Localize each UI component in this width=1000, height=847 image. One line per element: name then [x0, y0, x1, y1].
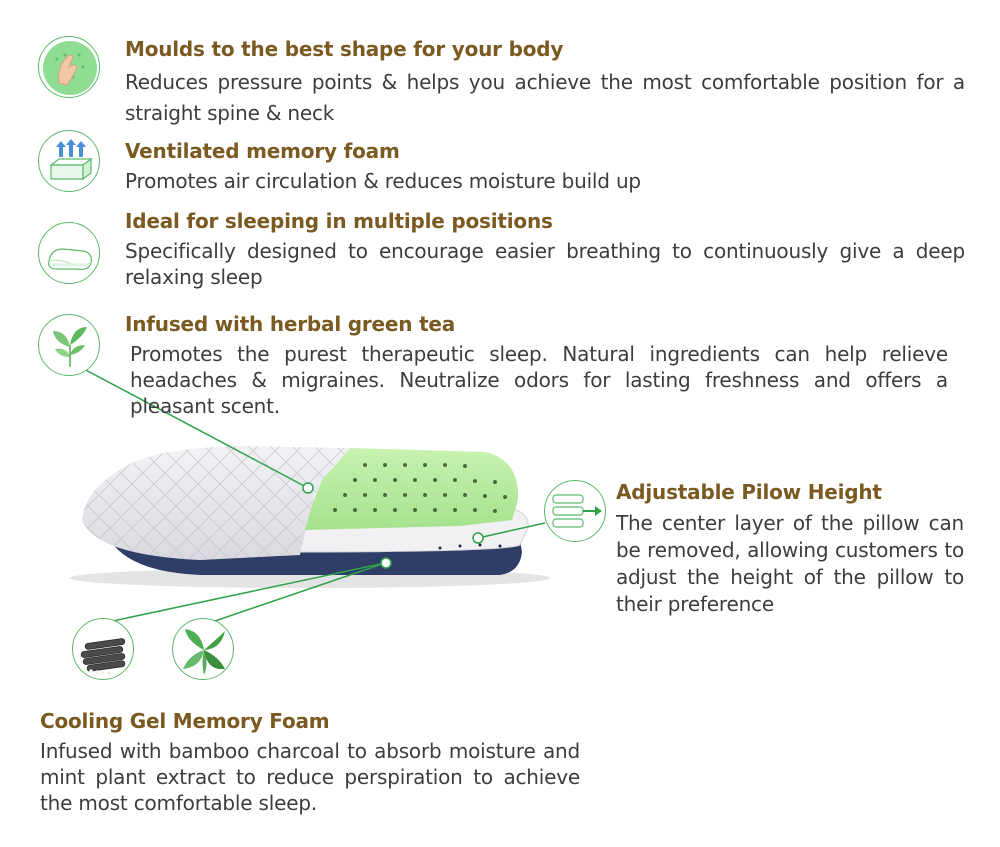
green-tea-foam-layer [305, 448, 519, 530]
connector-lines [81, 367, 546, 623]
ventilation-holes [333, 463, 507, 513]
feature-title-green-tea: Infused with herbal green tea [125, 312, 456, 336]
cooling-title: Cooling Gel Memory Foam [40, 709, 330, 733]
mint-leaf-icon [172, 618, 234, 680]
airflow-arrows-icon [38, 130, 100, 192]
bamboo-charcoal-icon [72, 618, 134, 680]
feature-text-ventilated: Promotes air circulation & reduces moist… [125, 169, 641, 193]
cooling-text: Infused with bamboo charcoal to absorb m… [40, 739, 580, 815]
pillow-outline-icon [38, 222, 100, 284]
hand-press-foam-icon [38, 36, 100, 98]
adjustable-title: Adjustable Pilow Height [616, 480, 882, 504]
layers-arrow-icon [544, 480, 606, 542]
feature-title-positions: Ideal for sleeping in multiple positions [125, 209, 553, 233]
base-holes [438, 543, 502, 550]
feature-text-moulds: Reduces pressure points & helps you achi… [125, 70, 965, 125]
feature-title-moulds: Moulds to the best shape for your body [125, 37, 564, 61]
connector-dots [302, 482, 484, 569]
adjustable-text: The center layer of the pillow can be re… [616, 511, 964, 616]
feature-title-ventilated: Ventilated memory foam [125, 139, 400, 163]
feature-text-positions: Specifically designed to encourage easie… [125, 239, 965, 289]
feature-text-green-tea: Promotes the purest therapeutic sleep. N… [130, 342, 948, 418]
green-tea-leaf-icon [38, 314, 100, 376]
